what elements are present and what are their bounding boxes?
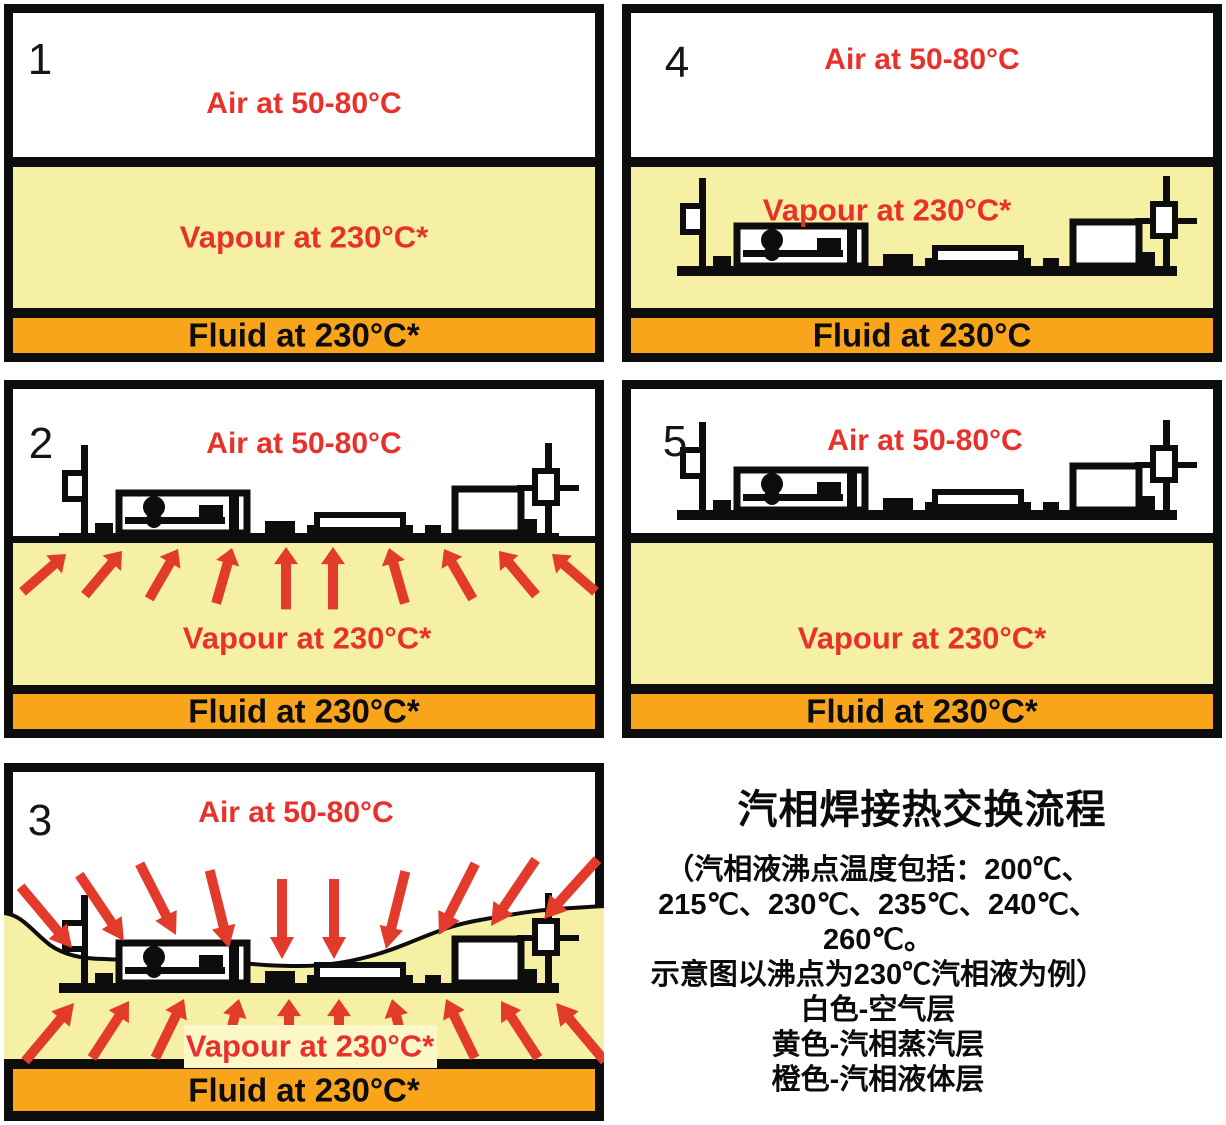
vapour-label: Vapour at 230°C* [797,620,1047,656]
panel-number: 4 [664,38,690,87]
caption-line: 示意图以沸点为230℃汽相液为例） [650,959,1106,991]
panel-number: 5 [662,417,688,466]
panel-5: 5 Air at 50-80°C Vapour at 230°C* Fluid … [622,380,1222,738]
caption-line: （汽相液沸点温度包括：200℃、 [665,854,1091,886]
caption-line: 215℃、230℃、235℃、240℃、260℃。 [658,889,1098,956]
fluid-layer [631,694,1213,729]
fluid-label: Fluid at 230°C [812,316,1032,354]
vapour-layer [631,543,1213,684]
panel-3: 3 Air at 50-80°C Vapour at 230°C* Fluid … [4,763,604,1121]
fluid-label: Fluid at 230°C* [188,692,420,730]
caption-line: 黄色-汽相蒸汽层 [771,1029,985,1061]
air-layer [13,13,595,157]
panel-1: 1 Air at 50-80°C Vapour at 230°C* Fluid … [4,4,604,362]
caption-title: 汽相焊接热交换流程 [737,788,1107,832]
fluid-layer [13,1069,595,1111]
fluid-label: Fluid at 230°C* [806,692,1038,730]
submerged-pcb-art [4,851,604,1069]
panel-number: 3 [27,796,53,845]
panel-4: 4 Air at 50-80°C Vapour at 230°C* Fluid … [622,4,1222,362]
vapour-label: Vapour at 230°C* [185,1028,435,1064]
caption-line: 白色-空气层 [800,994,956,1026]
vapour-layer [13,167,595,308]
panel-2: 2 Air at 50-80°C Vapour at 230°C* Fluid … [4,380,604,738]
air-layer [631,13,1213,157]
vapour-label: Vapour at 230°C* [179,219,429,255]
caption-body: （汽相液沸点温度包括：200℃、 215℃、230℃、235℃、240℃、260… [622,853,1134,1098]
panel-number: 2 [28,419,54,468]
fluid-label: Fluid at 230°C* [188,316,420,354]
vapour-label: Vapour at 230°C* [182,620,432,656]
vapour-label: Vapour at 230°C* [762,192,1012,228]
air-label: Air at 50-80°C [824,43,1020,76]
caption-line: 橙色-汽相液体层 [771,1064,985,1096]
caption-block: 汽相焊接热交换流程 （汽相液沸点温度包括：200℃、 215℃、230℃、235… [622,763,1222,1121]
air-label: Air at 50-80°C [206,87,402,120]
air-label: Air at 50-80°C [198,796,394,829]
air-label: Air at 50-80°C [827,424,1023,457]
fluid-layer [13,694,595,729]
vapour-label-patch [184,1025,437,1068]
fluid-layer [13,318,595,353]
fluid-label: Fluid at 230°C* [188,1071,420,1109]
air-label: Air at 50-80°C [206,427,402,460]
fluid-layer [631,318,1213,353]
heat-arrows-up [14,543,604,610]
panel-number: 1 [27,35,53,84]
